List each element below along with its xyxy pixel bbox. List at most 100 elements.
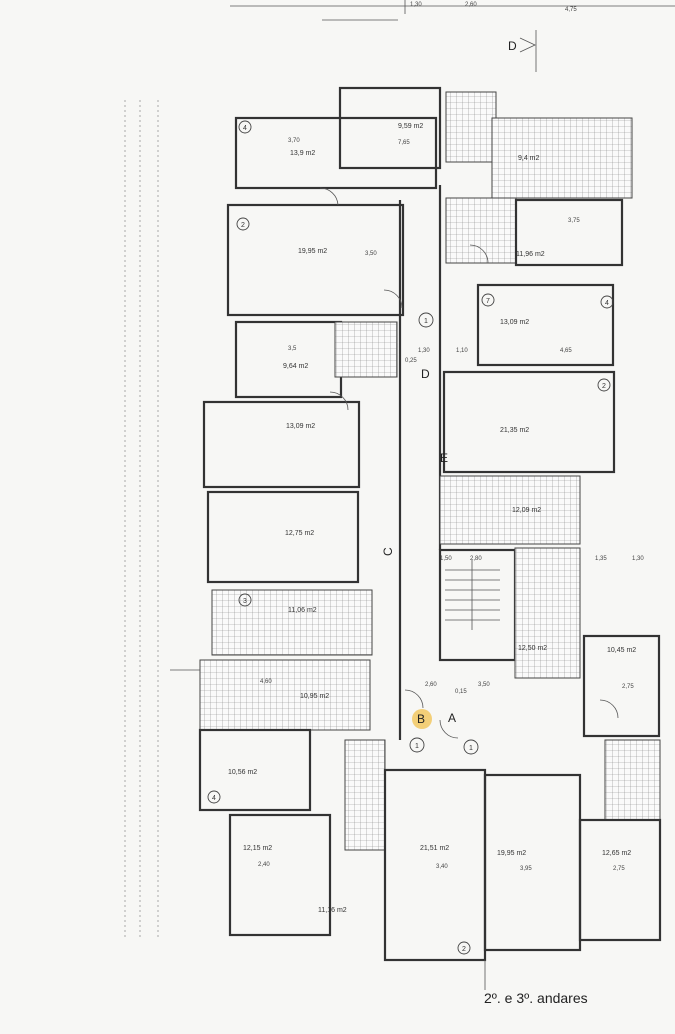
svg-text:0,15: 0,15 [455, 689, 467, 695]
svg-text:4: 4 [212, 795, 216, 802]
room-bedroom-1 [234, 116, 438, 190]
svg-text:3,5: 3,5 [288, 346, 297, 352]
section-marker: D [508, 30, 537, 72]
svg-text:D: D [508, 39, 517, 53]
highlight-marker [412, 709, 432, 729]
svg-text:19,95 m2: 19,95 m2 [298, 248, 327, 255]
svg-text:10,45 m2: 10,45 m2 [607, 647, 636, 654]
svg-text:9,4 m2: 9,4 m2 [518, 155, 540, 162]
svg-text:12,65 m2: 12,65 m2 [602, 850, 631, 857]
svg-text:10,95 m2: 10,95 m2 [300, 693, 329, 700]
svg-text:4,60: 4,60 [260, 679, 272, 685]
svg-text:21,51 m2: 21,51 m2 [420, 845, 449, 852]
svg-text:12,75 m2: 12,75 m2 [285, 530, 314, 537]
svg-text:2,60: 2,60 [465, 2, 477, 8]
svg-text:12,15 m2: 12,15 m2 [243, 845, 272, 852]
kitchen-4 [439, 475, 581, 545]
svg-text:9,59 m2: 9,59 m2 [398, 123, 423, 130]
room-bedroom-9 [578, 818, 662, 942]
bathroom-1 [334, 321, 398, 378]
svg-text:19,95 m2: 19,95 m2 [497, 850, 526, 857]
svg-text:3,40: 3,40 [436, 864, 448, 870]
svg-text:1,10: 1,10 [456, 348, 468, 354]
room-top [338, 86, 442, 170]
svg-text:3,75: 3,75 [568, 218, 580, 224]
svg-text:4: 4 [605, 300, 609, 307]
kitchen-2 [199, 659, 371, 731]
bathroom-2 [344, 739, 386, 851]
svg-text:2,80: 2,80 [470, 556, 482, 562]
room-living-2 [206, 490, 360, 584]
svg-text:13,09 m2: 13,09 m2 [500, 319, 529, 326]
svg-text:7: 7 [486, 298, 490, 305]
room-bedroom-3 [202, 400, 361, 489]
kitchen-1 [211, 589, 373, 656]
room-living-4 [383, 768, 487, 962]
svg-text:13,09 m2: 13,09 m2 [286, 423, 315, 430]
room-bedroom-6 [514, 198, 624, 267]
svg-text:2: 2 [602, 383, 606, 390]
svg-text:B: B [417, 712, 425, 726]
plan-caption: 2º. e 3º. andares [484, 990, 588, 1006]
svg-text:1,50: 1,50 [440, 556, 452, 562]
svg-text:12,09 m2: 12,09 m2 [512, 507, 541, 514]
svg-text:2,60: 2,60 [425, 682, 437, 688]
svg-text:1,30: 1,30 [410, 2, 422, 8]
svg-text:1,35: 1,35 [595, 556, 607, 562]
svg-text:10,56 m2: 10,56 m2 [228, 769, 257, 776]
svg-text:11,06 m2: 11,06 m2 [288, 607, 317, 614]
svg-text:2: 2 [462, 946, 466, 953]
room-labels: 9,59 m2 7,65 13,9 m2 3,70 9,4 m2 19,95 m… [228, 123, 636, 914]
room-bedroom-4 [198, 728, 312, 812]
svg-text:1: 1 [415, 743, 419, 750]
room-bedroom-7 [476, 283, 615, 367]
kitchen-3 [491, 117, 633, 199]
room-bedroom-5 [228, 813, 332, 937]
svg-text:D: D [421, 367, 430, 381]
room-living-3 [442, 370, 616, 474]
svg-text:1,30: 1,30 [418, 348, 430, 354]
dimension-labels: 1,30 1,10 0,25 1,50 2,80 2,60 3,50 0,15 … [405, 348, 644, 695]
bathroom-4 [445, 197, 517, 264]
kitchen-5 [514, 547, 581, 679]
svg-text:13,9 m2: 13,9 m2 [290, 150, 315, 157]
room-living-1 [226, 203, 405, 317]
core [338, 86, 633, 740]
svg-text:2,75: 2,75 [613, 866, 625, 872]
svg-text:21,35 m2: 21,35 m2 [500, 427, 529, 434]
circulation-letters: B A C D E [381, 367, 456, 729]
room-type-markers: 1 1 1 2 2 2 3 4 4 4 7 [207, 120, 614, 955]
svg-text:3,50: 3,50 [478, 682, 490, 688]
svg-text:3,95: 3,95 [520, 866, 532, 872]
room-bedroom-2 [234, 320, 343, 399]
svg-text:12,50 m2: 12,50 m2 [518, 645, 547, 652]
stairs [438, 548, 517, 662]
svg-text:2,40: 2,40 [258, 862, 270, 868]
bathroom-5 [604, 739, 661, 821]
svg-text:1: 1 [469, 745, 473, 752]
svg-text:0,25: 0,25 [405, 358, 417, 364]
bathroom-3 [445, 91, 497, 163]
svg-text:3: 3 [243, 598, 247, 605]
svg-text:A: A [448, 711, 456, 725]
svg-text:4: 4 [243, 125, 247, 132]
svg-text:4,75: 4,75 [565, 7, 577, 13]
svg-text:C: C [381, 547, 395, 556]
top-dimension-line: 1,30 2,60 4,75 [230, 0, 675, 21]
svg-text:3,70: 3,70 [288, 138, 300, 144]
svg-text:1: 1 [424, 318, 428, 325]
svg-text:3,50: 3,50 [365, 251, 377, 257]
doors [319, 187, 619, 739]
room-living-5 [483, 773, 582, 952]
svg-text:11,16 m2: 11,16 m2 [318, 907, 347, 914]
left-dimension-chain [124, 100, 159, 940]
svg-text:7,65: 7,65 [398, 140, 410, 146]
svg-text:2: 2 [241, 222, 245, 229]
svg-text:4,65: 4,65 [560, 348, 572, 354]
right-wing [383, 198, 662, 962]
svg-text:E: E [440, 451, 448, 465]
svg-text:1,30: 1,30 [632, 556, 644, 562]
svg-text:2,75: 2,75 [622, 684, 634, 690]
svg-text:11,96 m2: 11,96 m2 [516, 251, 545, 258]
